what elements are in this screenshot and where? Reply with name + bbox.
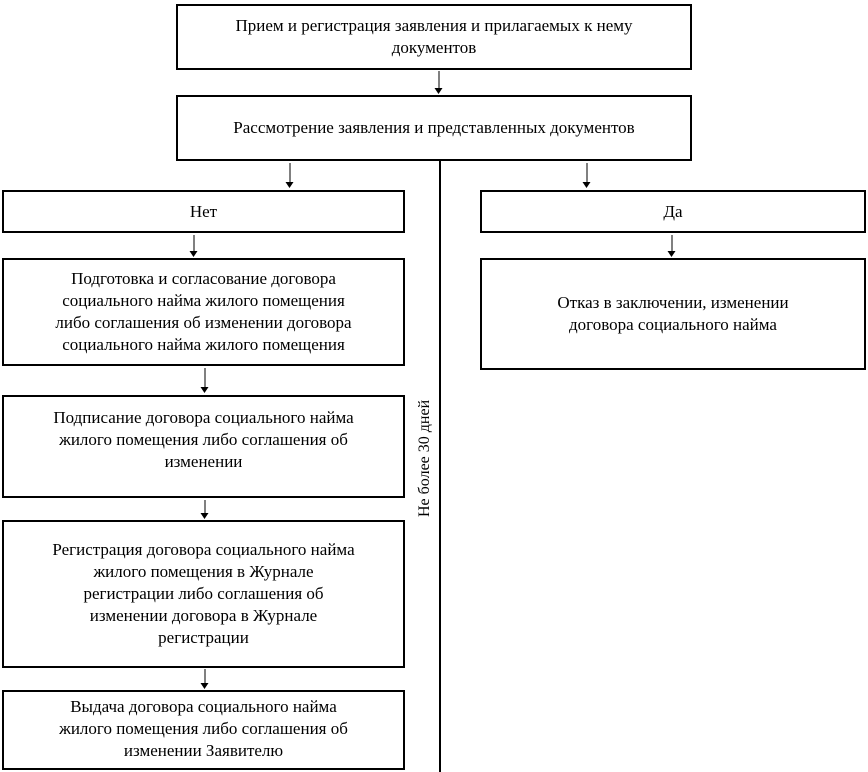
node-intake: Прием и регистрация заявления и прилагае… bbox=[176, 4, 692, 70]
arrow-down-icon bbox=[200, 669, 210, 689]
arrow-down-icon bbox=[434, 71, 444, 94]
arrow-down-icon bbox=[200, 368, 210, 393]
arrow-down-icon bbox=[285, 163, 295, 188]
arrow-down-icon bbox=[667, 235, 677, 257]
node-branch-yes: Да bbox=[480, 190, 866, 233]
node-prepare: Подготовка и согласование договора социа… bbox=[2, 258, 405, 366]
node-refuse: Отказ в заключении, изменении договора с… bbox=[480, 258, 866, 370]
node-sign: Подписание договора социального найма жи… bbox=[2, 395, 405, 498]
arrow-down-icon bbox=[582, 163, 592, 188]
node-review: Рассмотрение заявления и представленных … bbox=[176, 95, 692, 161]
arrow-down-icon bbox=[189, 235, 199, 257]
timeline-line bbox=[439, 161, 441, 772]
node-issue: Выдача договора социального найма жилого… bbox=[2, 690, 405, 770]
arrow-down-icon bbox=[200, 500, 210, 519]
node-register: Регистрация договора социального найма ж… bbox=[2, 520, 405, 668]
node-branch-no: Нет bbox=[2, 190, 405, 233]
timeline-note: Не более 30 дней bbox=[416, 399, 433, 517]
